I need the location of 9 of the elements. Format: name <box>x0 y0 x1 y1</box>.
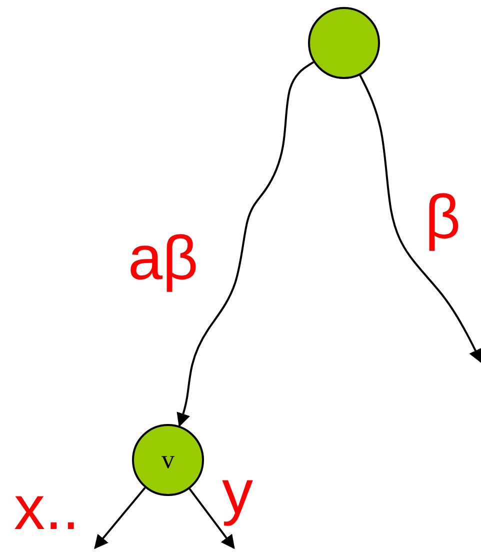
arrow <box>176 61 314 428</box>
arrow <box>359 74 481 364</box>
arrow <box>188 488 235 550</box>
edge-label: aβ <box>128 228 198 290</box>
arrow <box>94 487 146 550</box>
node-label: v <box>162 447 174 473</box>
edge-label: y <box>222 462 253 524</box>
edge-label: β <box>425 187 461 249</box>
edge-label: x.. <box>14 478 80 540</box>
